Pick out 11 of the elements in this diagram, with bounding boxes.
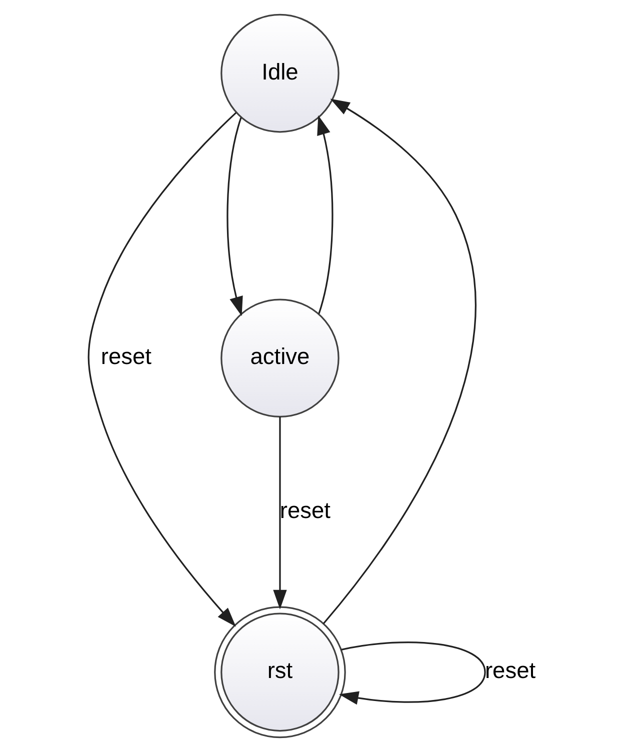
arrow — [87, 112, 236, 627]
arrow — [272, 416, 286, 610]
arrow — [316, 115, 333, 314]
arrow — [338, 642, 486, 705]
arrow — [226, 117, 242, 316]
node-circle: Idle — [220, 14, 339, 133]
edge-label: reset — [279, 496, 330, 523]
node-circle: active — [220, 298, 339, 418]
edge-label: reset — [484, 657, 536, 684]
edge-label: reset — [100, 343, 151, 370]
arrow — [322, 98, 476, 624]
